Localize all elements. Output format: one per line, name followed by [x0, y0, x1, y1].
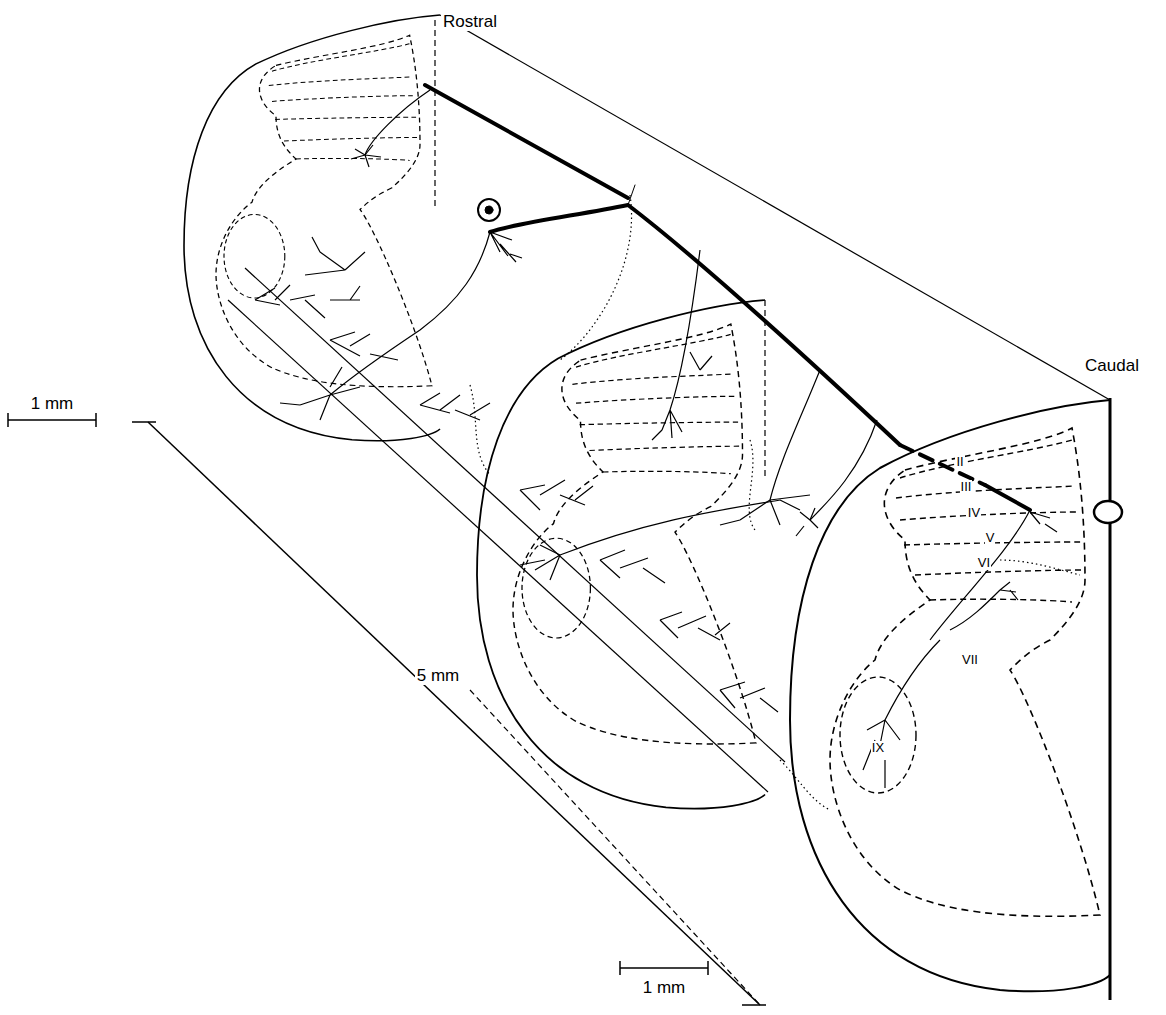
- section-label: Rostral: [441, 13, 499, 32]
- section-label: Caudal: [1083, 357, 1141, 376]
- caudal-section: [790, 400, 1110, 991]
- lamina-label: V: [985, 531, 996, 545]
- scale-bars: [8, 413, 766, 1005]
- midline: [1109, 398, 1112, 1000]
- lamina-label: II: [955, 455, 964, 469]
- lamina-label: IV: [967, 506, 981, 520]
- scale-label: 5 mm: [415, 667, 462, 686]
- primary-afferent-axon: [425, 85, 1030, 510]
- lamina-label: VI: [977, 556, 991, 570]
- axon-collaterals: [280, 90, 1057, 788]
- lamina-label: IX: [871, 741, 885, 755]
- scale-label: 1 mm: [29, 395, 76, 414]
- central-canal: [1094, 501, 1122, 523]
- middle-section: [477, 300, 765, 809]
- scale-label: 1 mm: [641, 979, 688, 998]
- dotted-arbors: [470, 195, 1080, 810]
- ventral-tube-arbors: [255, 285, 778, 712]
- lamina-label: VII: [961, 653, 979, 667]
- longitudinal-lines: [228, 15, 1110, 1005]
- lamina-label: III: [960, 480, 973, 494]
